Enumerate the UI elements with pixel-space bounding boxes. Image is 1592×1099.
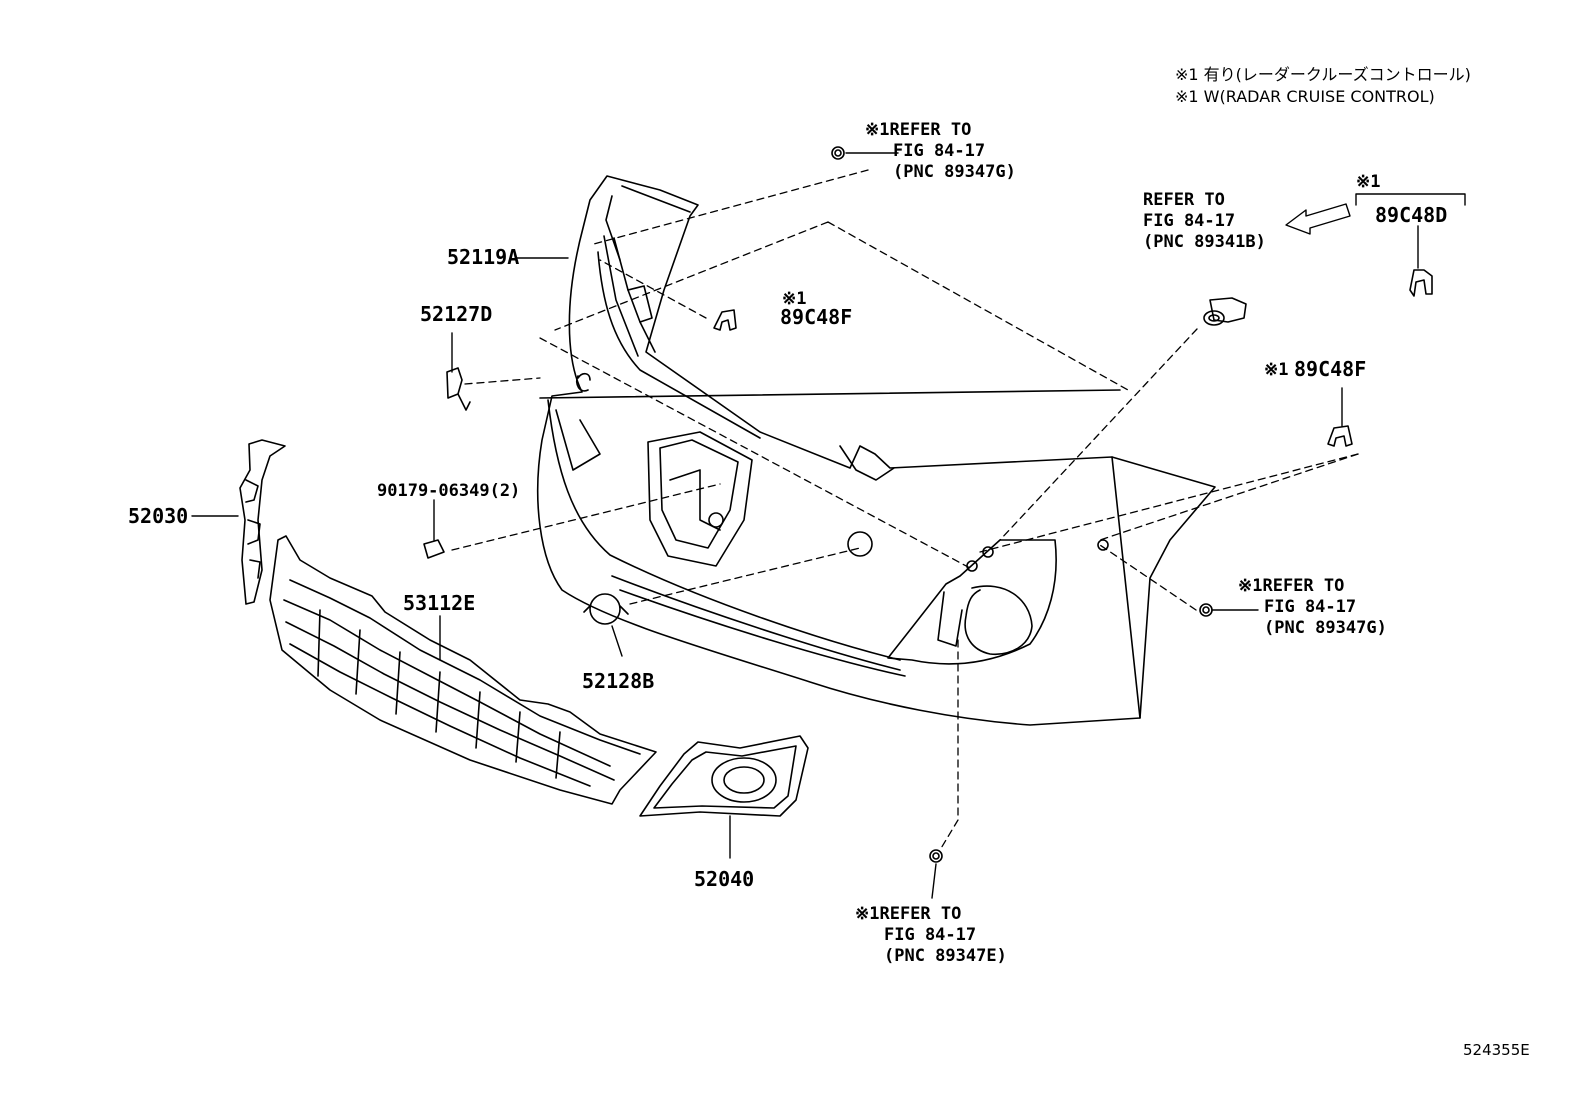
ref-top-right-line1: REFER TO [1143, 190, 1225, 210]
ref-mid-right-line3: (PNC 89347G) [1264, 618, 1387, 638]
diagram-code: 524355E [1463, 1041, 1530, 1059]
part-53112E-shape [269, 535, 657, 805]
note-line-1: ※1 有り(レーダークルーズコントロール) [1175, 65, 1471, 84]
part-label-90179-06349: 90179-06349(2) [377, 481, 521, 501]
ref-bottom-line2: FIG 84-17 [884, 925, 977, 945]
ref-top-right-line3: (PNC 89341B) [1143, 232, 1266, 252]
part-label-89C48F-top: 89C48F [780, 305, 853, 329]
part-label-52127D: 52127D [420, 302, 493, 326]
ref-mid-right-line1: ※1REFER TO [1238, 576, 1345, 596]
leader-lines [191, 152, 1466, 899]
ref-top-right-line2: FIG 84-17 [1143, 211, 1236, 231]
dashed-lines [451, 169, 1359, 851]
part-label-52119A: 52119A [447, 245, 520, 269]
part-label-52040: 52040 [694, 867, 755, 891]
mark-89C48D: ※1 [1356, 172, 1381, 192]
part-52030-shape [239, 439, 286, 605]
part-label-52128B: 52128B [582, 669, 655, 693]
part-label-52030: 52030 [128, 504, 189, 528]
note-line-2: ※1 W(RADAR CRUISE CONTROL) [1175, 87, 1435, 106]
part-label-53112E: 53112E [403, 591, 476, 615]
bumper-cover [536, 175, 1216, 726]
ref-mid-right-line2: FIG 84-17 [1264, 597, 1357, 617]
ref-top-left-line1: ※1REFER TO [865, 120, 972, 140]
mark-89C48F-right: ※1 [1264, 360, 1289, 380]
part-label-89C48D: 89C48D [1375, 203, 1448, 227]
ref-top-left-line3: (PNC 89347G) [893, 162, 1016, 182]
small-parts [423, 146, 1433, 863]
mark-89C48F-top: ※1 [782, 289, 807, 309]
part-52040-shape [639, 735, 809, 817]
ref-bottom-line3: (PNC 89347E) [884, 946, 1007, 966]
ref-top-left-line2: FIG 84-17 [893, 141, 986, 161]
ref-bottom-line1: ※1REFER TO [855, 904, 962, 924]
part-label-89C48F-right: 89C48F [1294, 357, 1367, 381]
